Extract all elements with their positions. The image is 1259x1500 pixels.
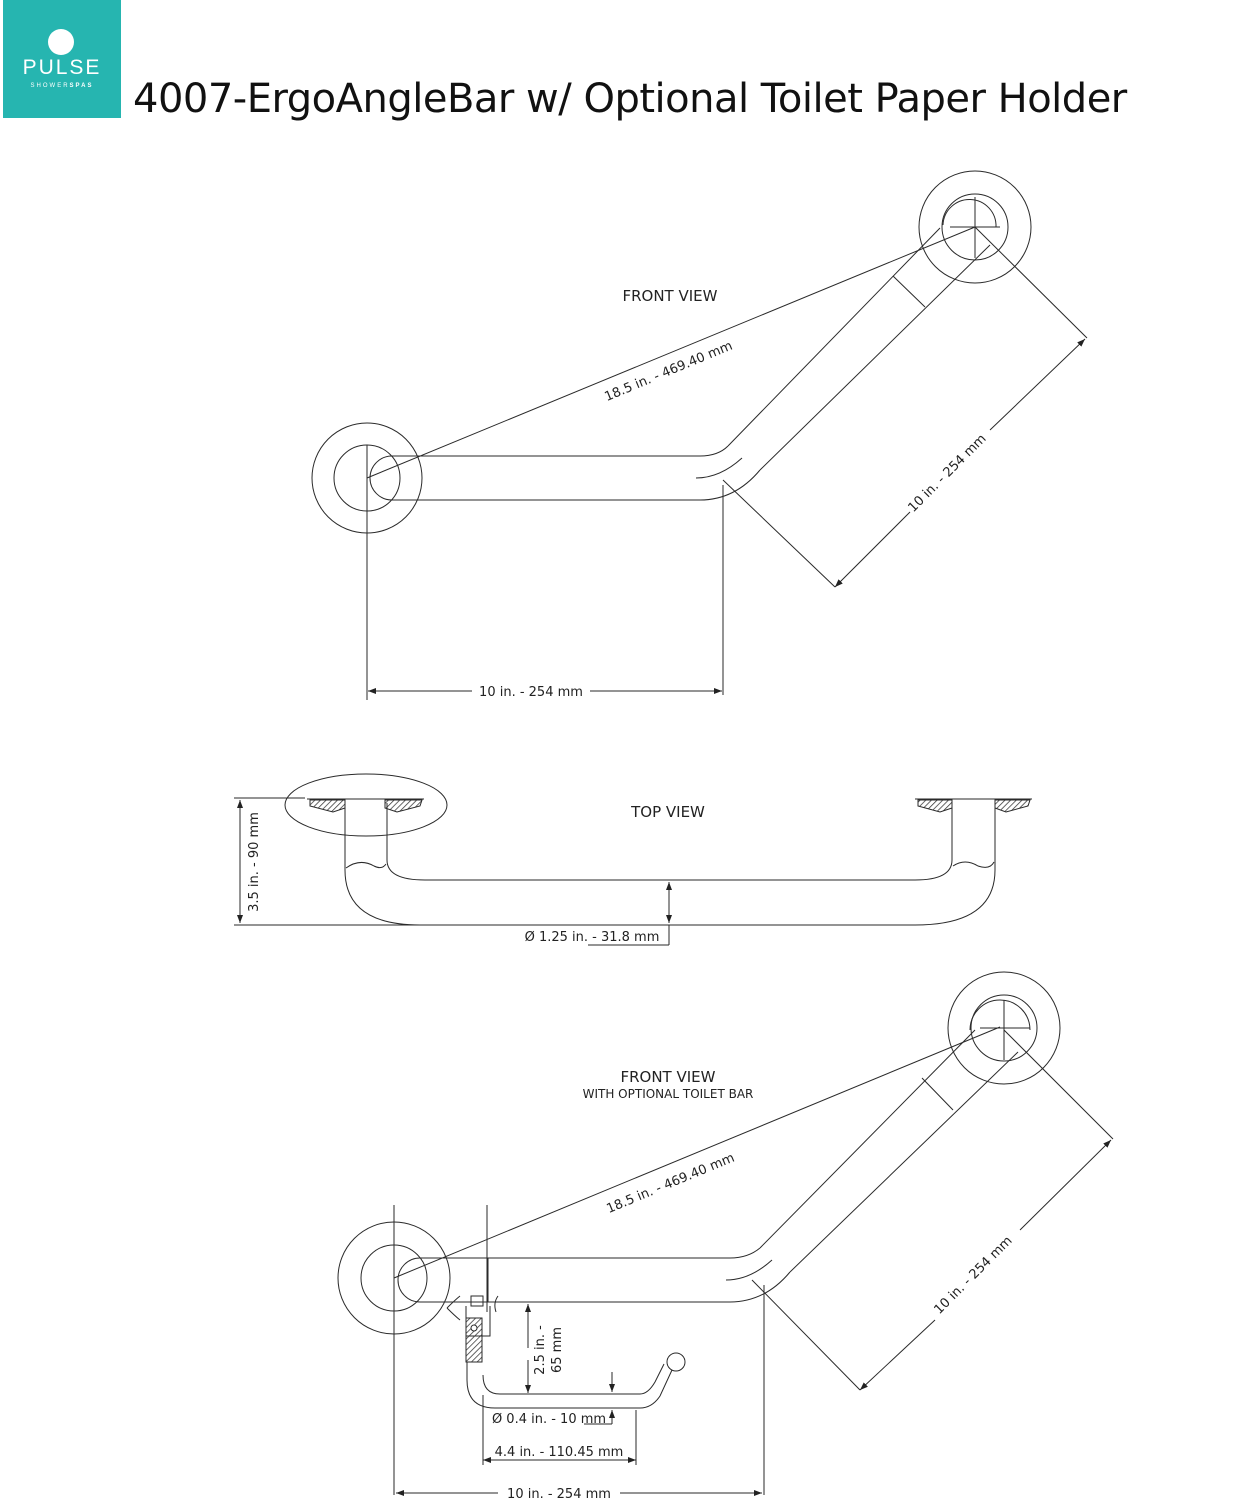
front-diagonal-dim: 18.5 in. - 469.40 mm [603,339,735,405]
toilet-diagonal-dim: 18.5 in. - 469.40 mm [605,1151,737,1217]
front-view [311,170,1088,700]
logo-brand: PULSE [22,56,102,79]
holder-diameter-dim: Ø 0.4 in. - 10 mm [492,1412,606,1427]
toilet-horizontal-dim: 10 in. - 254 mm [507,1487,611,1500]
front-horizontal-dim: 10 in. - 254 mm [479,685,583,700]
top-view-label: TOP VIEW [630,803,705,821]
holder-length-dim: 4.4 in. - 110.45 mm [495,1445,624,1460]
top-diameter-dim: Ø 1.25 in. - 31.8 mm [525,930,660,945]
logo-sub-bold: SPAS [69,83,94,89]
front-toilet-view [337,971,1114,1496]
top-projection-dim: 3.5 in. - 90 mm [247,812,262,912]
shower-head-icon [48,29,74,55]
toilet-arm-dim: 10 in. - 254 mm [931,1233,1015,1317]
top-view [234,773,1032,946]
front-arm-dim: 10 in. - 254 mm [905,431,989,515]
logo-subtitle: SHOWERSPAS [3,83,121,89]
pulse-logo: PULSE SHOWERSPAS [3,0,121,118]
toilet-drop-dim-2: 65 mm [550,1327,565,1373]
front-view-label: FRONT VIEW [622,287,717,305]
toilet-view-sublabel: WITH OPTIONAL TOILET BAR [583,1087,754,1101]
toilet-drop-dim-1: 2.5 in. - [533,1325,548,1375]
page-title: 4007-ErgoAngleBar w/ Optional Toilet Pap… [133,76,1127,122]
logo-sub-light: SHOWER [30,83,70,89]
toilet-view-label: FRONT VIEW [620,1068,715,1086]
